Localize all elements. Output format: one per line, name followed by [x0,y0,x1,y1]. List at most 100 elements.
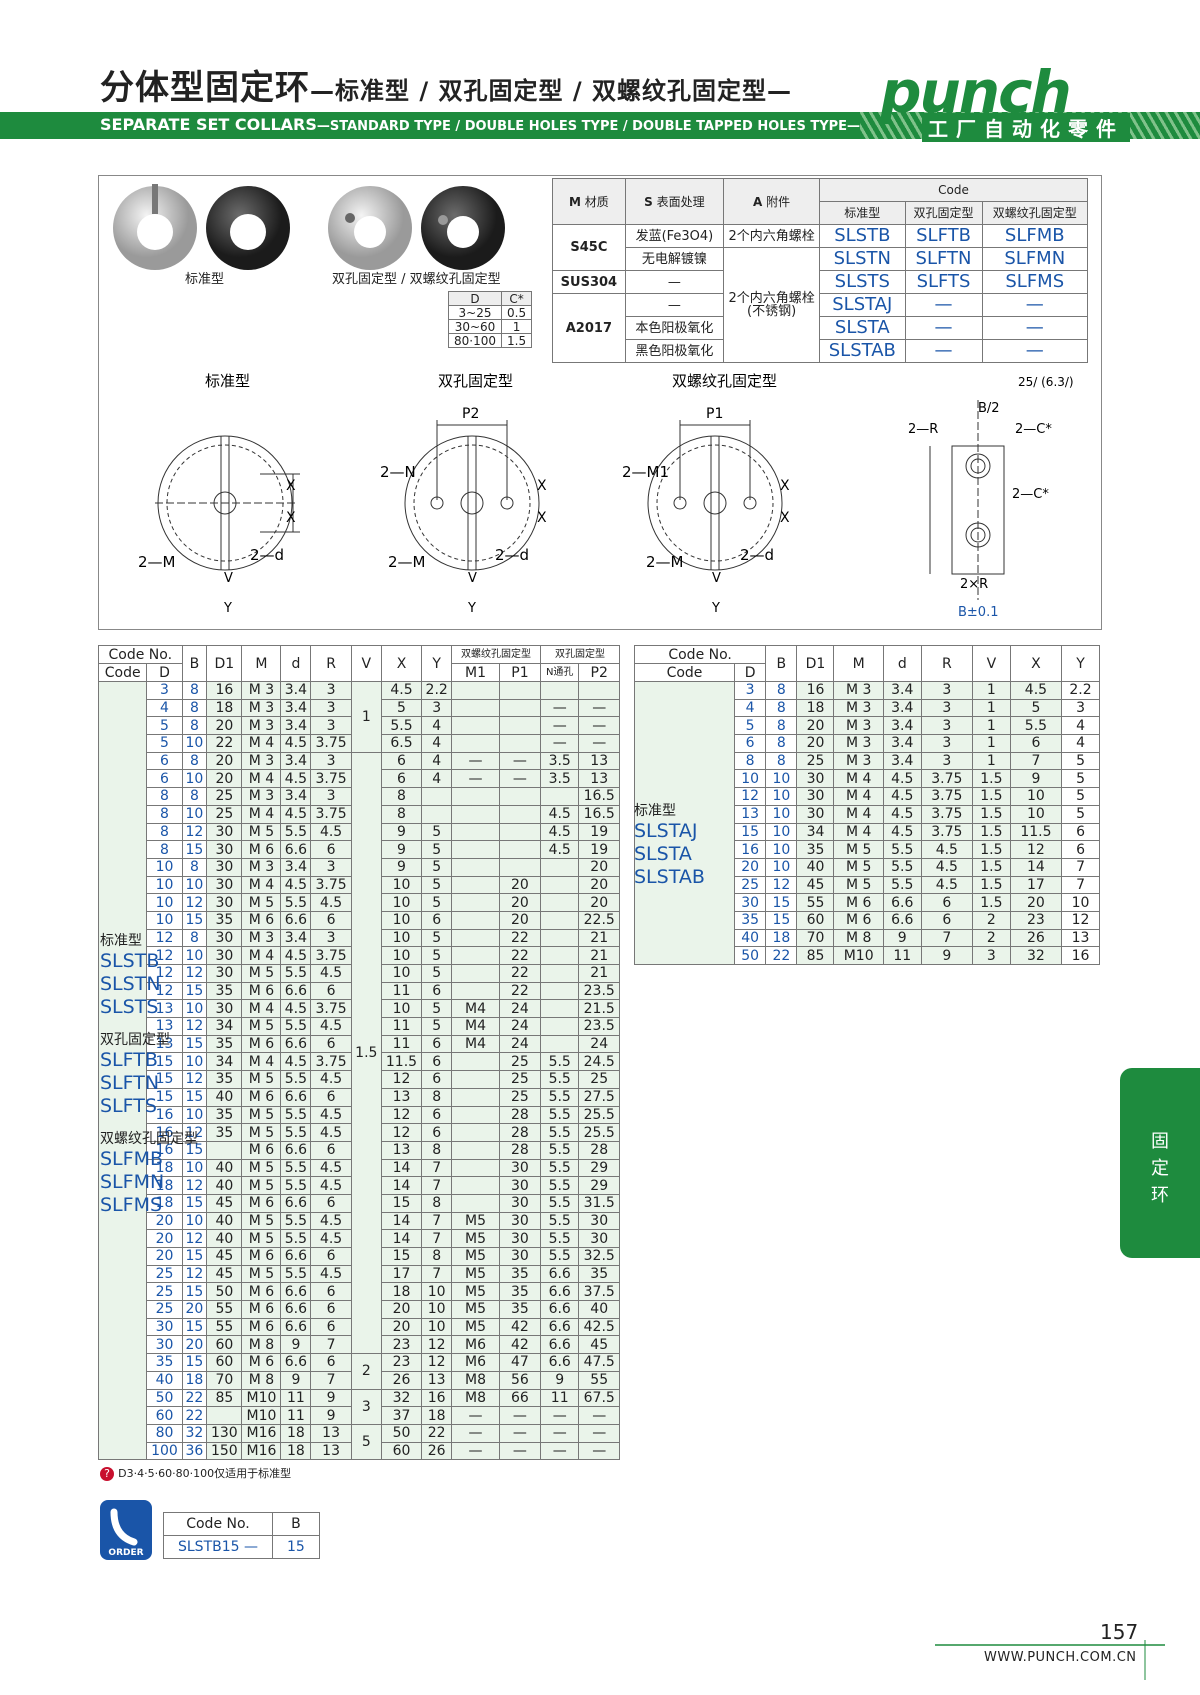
cell: 35 [578,1264,620,1284]
cell: 6 [920,893,973,912]
cell: 7 [1061,857,1100,877]
cell: 70 [796,928,835,948]
cell: M 3 [833,734,884,753]
th-h_codeno: Code No. [98,645,183,664]
cell: 150 [206,1441,243,1461]
cell: 30 [206,928,243,948]
cell-B: 8 [765,751,798,771]
cell [451,1070,500,1089]
cell: 47.5 [578,1353,620,1372]
cell: — [539,1441,580,1461]
cell: M 6 [241,1247,282,1266]
cell: 5.5 [882,875,922,895]
cell [539,857,580,877]
cell: 4.5 [882,787,922,806]
cell [451,716,500,736]
cell-D: 8 [146,787,183,806]
cell [451,1052,500,1072]
cell: 3.75 [920,787,973,806]
cell: M 5 [833,857,884,877]
cell: 3.5 [539,769,580,789]
cell [421,787,453,806]
cell: 5.5 [280,1123,312,1142]
cell-B: 8 [765,698,798,718]
cell: 15 [380,1247,423,1266]
cell: 19 [578,840,620,859]
cell-D: 4 [146,698,183,718]
cell [539,910,580,930]
cell-B: 12 [181,1229,208,1248]
cell: 3.4 [280,928,312,948]
th-h_D1: D1 [206,645,243,682]
cell-D: 16 [146,1123,183,1142]
svg-text:2—d: 2—d [250,546,284,564]
cell: M5 [451,1229,500,1248]
cell: 4 [421,716,453,736]
cell: 40 [206,1158,243,1178]
cell-V: 3 [350,1388,382,1425]
cell: 6.6 [539,1317,580,1337]
cell-B: 10 [181,946,208,965]
cell: M 3 [833,751,884,771]
cell-D: 25 [146,1264,183,1284]
cell: 3.5 [539,751,580,771]
cell: 18 [380,1282,423,1302]
cell: M 5 [241,1176,282,1195]
cell: M 4 [241,1052,282,1072]
cell: 5 [421,875,453,895]
cell: 6.6 [280,1317,312,1337]
cell: 13 [310,1441,352,1461]
cell: 3 [310,716,352,736]
cell-D: 10 [146,910,183,930]
cell: 6 [421,1034,453,1054]
cell: 14 [380,1211,423,1231]
cell: 67.5 [578,1388,620,1408]
cell: 1.5 [971,787,1011,806]
cell: 20 [578,893,620,912]
svg-text:V: V [468,571,477,586]
cell: 10 [421,1317,453,1337]
cell [451,698,500,718]
cell [451,1158,500,1178]
th-h_d: d [882,645,922,682]
cell [498,804,541,824]
cell: M 4 [241,804,282,824]
cell-D: 12 [146,964,183,983]
cell: 45 [206,1247,243,1266]
cell: 5.5 [280,1017,312,1036]
cell: 9 [1009,769,1063,789]
cell: 3.4 [882,681,922,700]
svg-text:2—M: 2—M [388,553,426,571]
cell: 7 [421,1211,453,1231]
cell: 3.75 [920,804,973,824]
cell: 5.5 [539,1229,580,1248]
cell: 6.6 [539,1300,580,1319]
cell: 9 [380,840,423,859]
cell: M 6 [241,1282,282,1302]
cell-B: 10 [181,734,208,753]
cell: M 5 [241,1229,282,1248]
cell: 35 [206,1070,243,1089]
cell: 3.4 [882,751,922,771]
cell: 29 [578,1176,620,1195]
cell: — [539,716,580,736]
cell: 55 [206,1300,243,1319]
cell: — [539,1406,580,1425]
cell: 4.5 [280,875,312,895]
cell: 5.5 [280,1229,312,1248]
cell: 9 [280,1370,312,1390]
cell: 35 [498,1282,541,1302]
cell-B: 12 [765,875,798,895]
cell-D: 25 [146,1300,183,1319]
cell: 4.5 [920,857,973,877]
collar-black-double [421,186,505,270]
cell: 6 [310,1317,352,1337]
cell: 7 [1009,751,1063,771]
cell-B: 12 [181,822,208,842]
cell: 26 [421,1441,453,1461]
